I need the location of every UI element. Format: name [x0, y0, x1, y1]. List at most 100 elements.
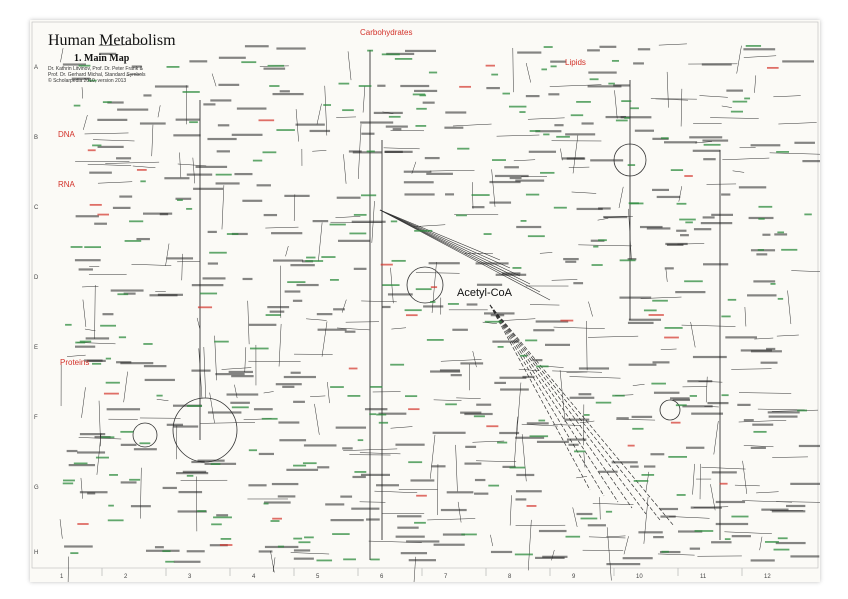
pathway-line	[690, 321, 696, 348]
pathway-line	[247, 300, 250, 345]
compound-label	[502, 272, 521, 275]
compound-label	[284, 290, 301, 293]
compound-label	[264, 501, 291, 504]
compound-label	[275, 383, 302, 386]
enzyme-label	[415, 125, 427, 127]
pathway-line	[743, 55, 777, 58]
compound-label	[587, 49, 600, 52]
pathway-line	[776, 501, 820, 503]
pathway-line	[359, 452, 401, 455]
note-label	[219, 544, 233, 546]
enzyme-label	[120, 430, 134, 433]
compound-label	[317, 466, 330, 469]
pathway-line	[81, 87, 84, 99]
compound-label	[532, 359, 543, 362]
pathway-line	[263, 391, 274, 394]
enzyme-label	[632, 427, 644, 430]
compound-label	[406, 540, 440, 543]
pathway-line	[579, 420, 595, 424]
enzyme-label	[668, 455, 688, 458]
pathway-line	[489, 304, 633, 509]
pathway-line	[695, 141, 713, 144]
compound-label	[282, 385, 295, 388]
enzyme-label	[369, 413, 377, 416]
pathway-line	[489, 304, 661, 521]
section-label-proteins: Proteins	[60, 358, 90, 367]
compound-label	[656, 195, 681, 199]
compound-label	[414, 89, 438, 93]
grid-column-label: 7	[444, 574, 448, 580]
compound-label	[218, 83, 240, 86]
pathway-line	[391, 327, 407, 330]
pathway-line	[82, 299, 87, 327]
compound-label	[404, 193, 435, 196]
pathway-line	[778, 122, 817, 125]
pathway-line	[457, 501, 462, 523]
enzyme-label	[306, 256, 316, 259]
compound-label	[316, 313, 333, 316]
compound-label	[325, 503, 345, 506]
pathway-line	[270, 550, 275, 573]
enzyme-label	[543, 46, 553, 48]
enzyme-label	[330, 386, 344, 388]
enzyme-label	[721, 315, 731, 318]
compound-label	[256, 184, 271, 187]
pathway-line	[710, 484, 716, 511]
pathway-line	[455, 444, 458, 492]
pathway-line	[336, 116, 356, 118]
enzyme-label	[357, 439, 364, 442]
note-label	[258, 119, 275, 122]
pathway-line	[710, 117, 759, 119]
compound-label	[535, 130, 562, 133]
compound-label	[590, 239, 605, 242]
pathway-line	[278, 323, 282, 367]
enzyme-label	[776, 151, 790, 153]
enzyme-label	[79, 340, 92, 343]
compound-label	[440, 508, 467, 512]
pathway-line	[588, 536, 626, 539]
pathway-line	[59, 519, 63, 539]
compound-label	[760, 361, 778, 364]
pathway-line	[592, 503, 634, 505]
enzyme-label	[512, 267, 522, 269]
enzyme-label	[100, 324, 117, 327]
compound-label	[107, 101, 124, 104]
compound-label	[782, 60, 814, 63]
enzyme-label	[109, 474, 118, 476]
compound-label	[353, 267, 367, 270]
compound-label	[486, 86, 500, 90]
pathway-line	[549, 84, 602, 87]
enzyme-label	[675, 404, 687, 407]
enzyme-label	[621, 100, 632, 103]
compound-label	[494, 174, 529, 178]
pathway-line	[196, 317, 201, 330]
compound-label	[750, 144, 781, 147]
enzyme-label	[685, 221, 693, 224]
compound-label	[364, 408, 388, 411]
compound-label	[678, 530, 703, 533]
enzyme-label	[457, 147, 470, 150]
grid-column-label: 5	[316, 574, 320, 580]
compound-label	[576, 207, 603, 211]
compound-label	[378, 412, 407, 415]
note-label	[405, 314, 418, 317]
compound-label	[71, 77, 90, 80]
pathway-line	[791, 270, 820, 272]
enzyme-label	[611, 59, 619, 62]
enzyme-label	[117, 293, 129, 296]
pathway-line	[769, 152, 820, 155]
enzyme-label	[497, 441, 508, 444]
pathway-line	[513, 159, 536, 162]
enzyme-label	[186, 474, 194, 477]
compound-label	[216, 150, 230, 153]
compound-label	[360, 121, 394, 124]
compound-label	[750, 446, 766, 449]
enzyme-label	[508, 105, 527, 108]
pathway-line	[655, 98, 689, 101]
compound-label	[293, 557, 314, 560]
enzyme-label	[492, 159, 506, 161]
enzyme-label	[777, 297, 784, 300]
compound-label	[131, 65, 142, 68]
enzyme-label	[753, 430, 767, 433]
compound-label	[703, 263, 729, 266]
